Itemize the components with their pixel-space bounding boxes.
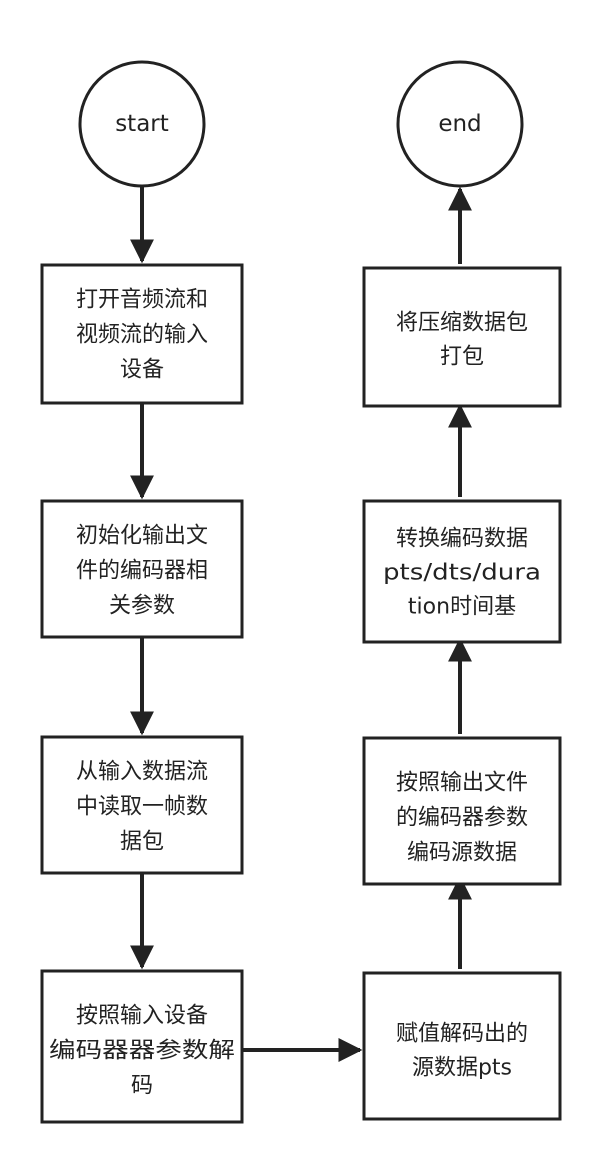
step-8-line-2: 打包	[440, 345, 484, 370]
step-4-box: 按照输入设备 编码器器参数解 码	[40, 969, 244, 1124]
step-2-line-3: 关参数	[109, 594, 175, 619]
start-node: start	[78, 60, 206, 188]
step-3-line-1: 从输入数据流	[76, 760, 208, 785]
step-1-line-1: 打开音频流和	[76, 288, 208, 313]
step-6-line-3: 编码源数据	[407, 841, 517, 866]
step-7-line-3: tion时间基	[408, 595, 516, 620]
step-2-box: 初始化输出文 件的编码器相 关参数	[40, 499, 244, 639]
step-3-box: 从输入数据流 中读取一帧数 据包	[40, 735, 244, 875]
step-6-box: 按照输出文件 的编码器参数 编码源数据	[362, 736, 562, 886]
step-7-box: 转换编码数据 pts/dts/dura tion时间基	[362, 499, 562, 644]
step-7-line-2: pts/dts/dura	[383, 561, 541, 586]
step-1-line-3: 设备	[120, 358, 164, 383]
step-2-line-2: 件的编码器相	[76, 559, 208, 584]
step-6-line-2: 的编码器参数	[396, 806, 528, 831]
step-3-line-2: 中读取一帧数	[76, 795, 208, 820]
step-3-line-3: 据包	[120, 830, 164, 855]
step-8-box: 将压缩数据包 打包	[362, 266, 562, 408]
connectors	[130, 185, 472, 1062]
step-1-line-2: 视频流的输入	[76, 323, 208, 348]
end-node: end	[396, 60, 524, 188]
step-1-box: 打开音频流和 视频流的输入 设备	[40, 263, 244, 405]
step-5-box: 赋值解码出的 源数据pts	[362, 971, 562, 1121]
step-4-line-1: 按照输入设备	[76, 1004, 208, 1029]
step-4-line-3: 码	[131, 1074, 153, 1099]
step-7-line-1: 转换编码数据	[396, 527, 528, 552]
step-6-line-1: 按照输出文件	[396, 771, 528, 796]
step-8-line-1: 将压缩数据包	[396, 311, 528, 336]
step-5-line-1: 赋值解码出的	[396, 1022, 528, 1047]
step-4-line-2: 编码器器参数解	[49, 1039, 235, 1064]
step-5-line-2: 源数据pts	[412, 1056, 512, 1081]
start-label: start	[115, 111, 169, 137]
step-2-line-1: 初始化输出文	[76, 524, 208, 549]
end-label: end	[438, 111, 481, 137]
